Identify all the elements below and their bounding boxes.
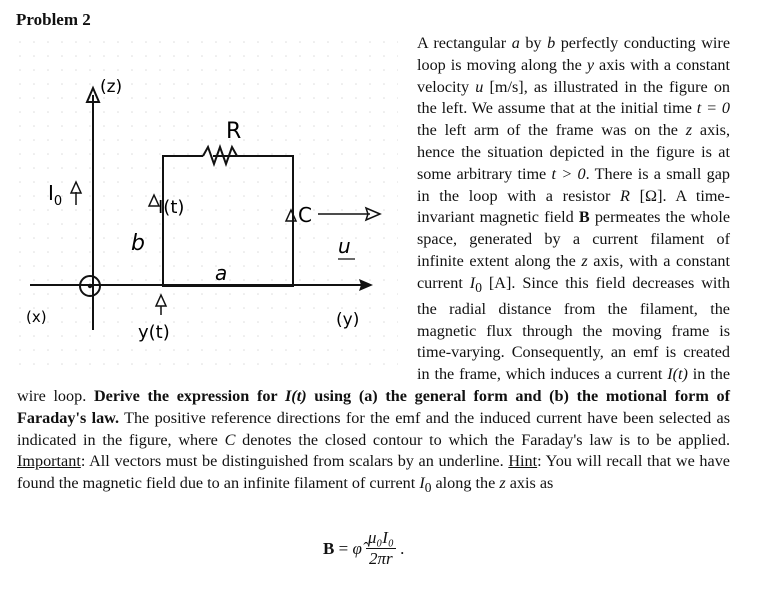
x-axis-label: (x) — [26, 308, 47, 326]
x-axis-dot — [87, 283, 93, 289]
resistor-label: R — [226, 119, 241, 144]
resistor-icon — [202, 143, 253, 168]
side-a-label: a — [215, 261, 227, 285]
equation-equals: = — [334, 538, 353, 558]
current-it-label: I(t) — [158, 197, 184, 218]
loop-figure: (z) (y) (x) I0 R I(t) b a C u y(t) — [18, 40, 398, 370]
side-b-label: b — [131, 231, 145, 256]
wire-loop — [162, 155, 294, 287]
equation-end: . — [395, 538, 405, 558]
velocity-arrow-head — [364, 206, 382, 222]
z-axis-arrowhead — [85, 85, 101, 103]
equation-lhs: B — [323, 538, 335, 558]
equation-unit-vector: φ̂ — [352, 538, 362, 558]
x-axis-circle — [79, 275, 101, 297]
current-i0-label: I0 — [48, 181, 62, 209]
equation-numerator: μ₀I₀ — [365, 528, 396, 549]
problem-paragraph: A rectangular a by b perfectly conductin… — [17, 34, 731, 496]
problem-heading: Problem 2 — [16, 10, 91, 29]
current-it-arrow-icon — [147, 193, 161, 207]
z-axis-label: (z) — [100, 77, 122, 97]
velocity-label: u — [338, 234, 351, 258]
contour-arrow-icon — [284, 208, 298, 222]
equation-denominator: 2πr — [369, 549, 393, 568]
y-axis-arrowhead — [359, 279, 373, 291]
y-axis-label: (y) — [336, 310, 359, 330]
contour-label: C — [298, 203, 312, 227]
position-label: y(t) — [138, 322, 170, 343]
magnetic-field-equation: B = φ̂ μ₀I₀ 2πr . — [323, 528, 404, 569]
equation-fraction: μ₀I₀ 2πr — [365, 528, 396, 569]
